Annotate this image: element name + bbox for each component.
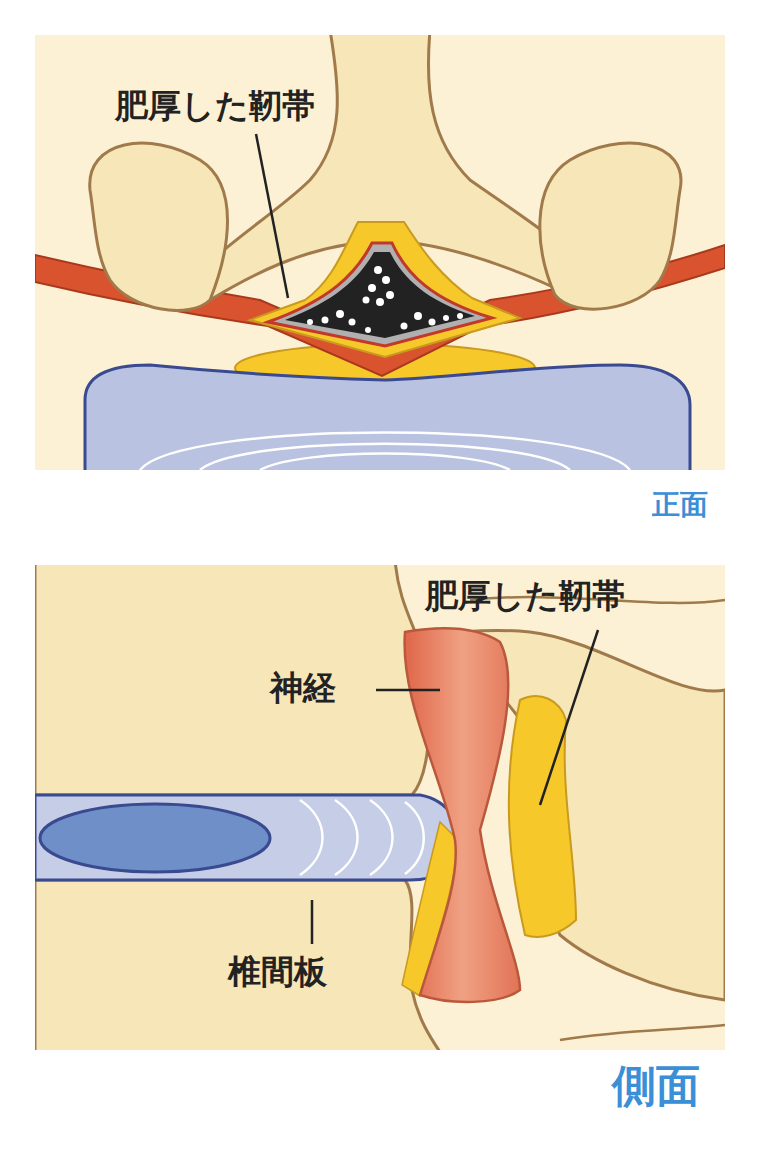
part-label: 椎間板 — [228, 952, 327, 992]
leader-lines — [256, 134, 598, 944]
side-view — [35, 565, 725, 1050]
view-label: 正面 — [652, 488, 708, 522]
view-label: 側面 — [612, 1060, 700, 1113]
part-label: 神経 — [270, 668, 336, 708]
part-label: 肥厚した靭帯 — [425, 576, 625, 616]
part-label: 肥厚した靭帯 — [115, 86, 315, 126]
front-view — [35, 35, 725, 470]
